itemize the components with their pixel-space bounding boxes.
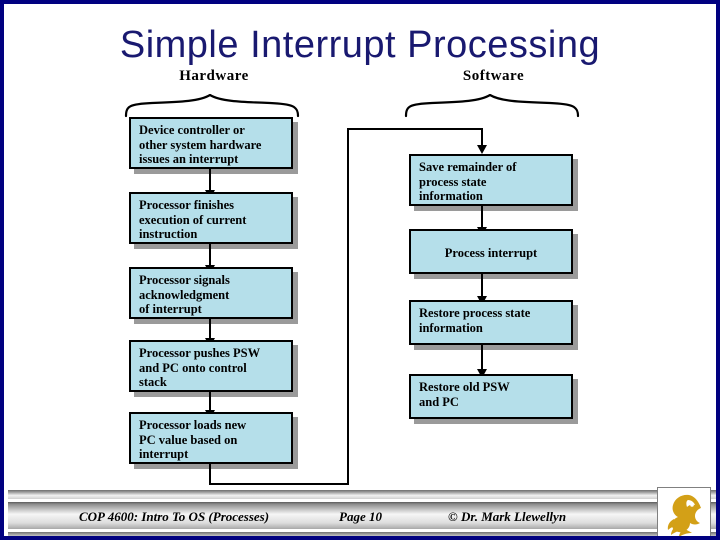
connector-sw-1-2 [481, 206, 483, 230]
flow-box-software-3: Restore process state information [409, 300, 573, 345]
crossover-segment-down [209, 464, 211, 485]
footer-copyright-label: © Dr. Mark Llewellyn [448, 509, 567, 524]
flow-box-line: Processor signals [139, 273, 230, 287]
flow-box-line: information [419, 189, 483, 203]
flow-box-line: Processor loads new [139, 418, 247, 432]
flow-box-hardware-3: Processor signals acknowledgment of inte… [129, 267, 293, 319]
arrowhead-sw-3-4-icon [477, 369, 487, 378]
flow-box-line: Restore process state [419, 306, 531, 320]
flow-box-line: of interrupt [139, 302, 202, 316]
flow-box-line: process state [419, 174, 487, 189]
flow-box-hardware-4: Processor pushes PSW and PC onto control… [129, 340, 293, 392]
flow-box-line: Save remainder of [419, 160, 517, 174]
crossover-segment-right [209, 483, 349, 485]
flow-box-line: Device controller or [139, 123, 245, 137]
footer-page-number: Page 10 [339, 509, 382, 524]
flow-box-hardware-1: Device controller or other system hardwa… [129, 117, 293, 169]
flow-box-line: information [419, 320, 483, 335]
flow-box-software-2: Process interrupt [409, 229, 573, 274]
software-column-header: Software [462, 68, 525, 84]
flow-box-line: issues an interrupt [139, 152, 239, 166]
page-title-clip: Simple Interrupt Processing [4, 28, 716, 72]
hardware-brace-icon [124, 94, 300, 118]
flow-box-line: stack [139, 375, 167, 389]
software-brace-icon [404, 94, 580, 118]
connector-sw-2-3 [481, 274, 483, 299]
footer-divider-top [8, 490, 716, 499]
flow-box-line: and PC onto control [139, 360, 247, 375]
crossover-segment-into-software [481, 128, 483, 148]
flow-box-line: other system hardware [139, 137, 262, 152]
crossover-segment-top [347, 128, 483, 130]
flow-box-line: acknowledgment [139, 287, 230, 302]
pegasus-logo [657, 487, 711, 536]
flow-box-hardware-5: Processor loads new PC value based on in… [129, 412, 293, 464]
flow-box-line: PC value based on [139, 432, 238, 447]
connector-sw-3-4 [481, 345, 483, 372]
flow-box-software-1: Save remainder of process state informat… [409, 154, 573, 206]
flow-box-line: and PC [419, 394, 459, 409]
hardware-column-header: Hardware [179, 68, 249, 84]
flow-box-line: execution of current [139, 212, 247, 227]
flow-box-software-4: Restore old PSW and PC [409, 374, 573, 419]
flow-box-line: Processor pushes PSW [139, 346, 261, 360]
footer-bar [8, 502, 716, 529]
footer-divider-bottom [8, 532, 716, 536]
connector-hw-2-3 [209, 244, 211, 268]
pegasus-logo-icon [667, 494, 701, 536]
flow-box-line: Restore old PSW [419, 380, 510, 394]
connector-hw-4-5 [209, 392, 211, 413]
flow-box-line: Processor finishes [139, 198, 235, 212]
crossover-segment-up [347, 128, 349, 485]
connector-hw-3-4 [209, 319, 211, 341]
flow-box-line: interrupt [139, 447, 189, 461]
flow-box-hardware-2: Processor finishes execution of current … [129, 192, 293, 244]
footer-course-label: COP 4600: Intro To OS (Processes) [79, 509, 270, 524]
flow-box-line: Process interrupt [444, 246, 538, 261]
connector-hw-1-2 [209, 169, 211, 193]
arrowhead-crossover-icon [477, 145, 487, 154]
flow-box-line: instruction [139, 227, 198, 241]
page-title: Simple Interrupt Processing [119, 28, 601, 66]
